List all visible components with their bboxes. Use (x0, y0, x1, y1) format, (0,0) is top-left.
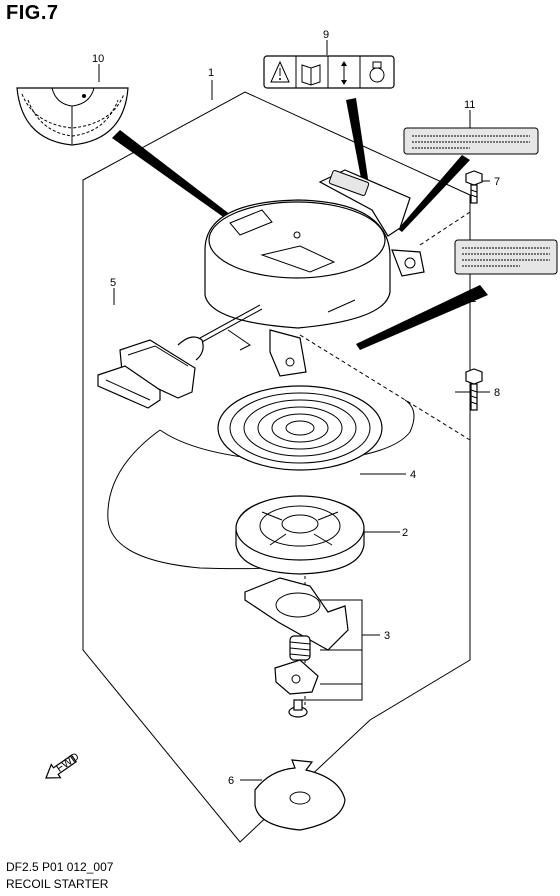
warning-label-9 (263, 55, 395, 89)
starter-case (204, 169, 425, 377)
rope-handle-icon (369, 61, 385, 83)
part-label-8: 8 (494, 387, 500, 399)
part-label-12: 12 (464, 293, 476, 305)
bolt-7 (465, 170, 483, 204)
diagram-code: DF2.5 P01 012_007 (6, 860, 114, 874)
label-12-decal (454, 239, 558, 275)
part-label-1: 1 (208, 67, 214, 79)
part-label-9: 9 (323, 29, 329, 41)
figure-title: FIG.7 (6, 2, 59, 24)
spiral-spring-4 (217, 385, 383, 471)
part-label-6: 6 (228, 775, 234, 787)
part-label-5: 5 (110, 277, 116, 289)
part-label-10: 10 (92, 53, 104, 65)
fwd-arrow-icon: FWD (45, 751, 81, 779)
part-labels: 1 2 3 4 5 6 7 8 9 10 11 12 (92, 29, 500, 787)
diagram-name: RECOIL STARTER (6, 877, 109, 891)
ratchet-set-3 (244, 577, 349, 718)
part-label-4: 4 (410, 469, 416, 481)
pull-rope-icon (341, 61, 347, 85)
label-10-decal (16, 87, 129, 146)
rope-handle-5 (97, 336, 204, 409)
manual-book-icon (301, 64, 321, 86)
callout-arrows (112, 98, 488, 350)
bolt-8 (465, 368, 483, 411)
warning-triangle-icon (270, 60, 290, 83)
part-label-3: 3 (384, 630, 390, 642)
plate-6 (254, 759, 346, 831)
svg-text:FWD: FWD (54, 751, 81, 775)
part-label-7: 7 (494, 176, 500, 188)
part-label-2: 2 (402, 527, 408, 539)
pulley-2 (235, 495, 365, 575)
part-label-11: 11 (464, 99, 475, 111)
label-11-decal (403, 127, 539, 155)
